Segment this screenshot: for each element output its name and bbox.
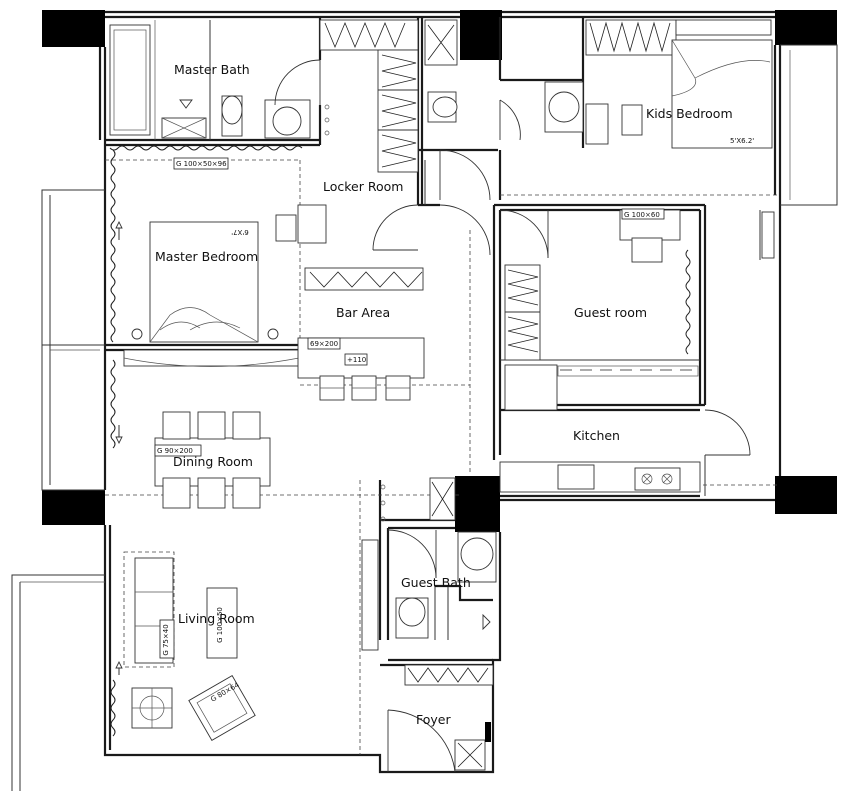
label-living-room: Living Room <box>178 611 255 626</box>
kids-desk <box>585 103 609 145</box>
dining-furniture <box>110 359 271 509</box>
kids-bed <box>671 39 773 149</box>
tag-kids-bed-size: 5'X6.2' <box>730 137 754 145</box>
label-kids-bedroom: Kids Bedroom <box>646 106 733 121</box>
tag-master-bed-size: 6'X7' <box>231 228 249 236</box>
living-furniture <box>110 539 379 742</box>
dimension-tags: G 100×50×96 6'X7' 5'X6.2' G 100×60 69×20… <box>154 137 754 704</box>
column-w-mid <box>42 490 105 525</box>
entry-door-swing <box>387 709 456 773</box>
foyer-fixtures <box>387 664 494 773</box>
tag-bar-height: +110 <box>347 356 366 364</box>
column-center <box>455 476 500 532</box>
master-bedroom-furniture <box>109 145 303 367</box>
label-locker-room: Locker Room <box>323 179 403 194</box>
column-nw <box>42 10 105 47</box>
label-bar-area: Bar Area <box>336 305 390 320</box>
master-tv-console <box>123 349 300 367</box>
tag-living-tv: G 100×50 <box>216 607 224 643</box>
label-guest-room: Guest room <box>574 305 647 320</box>
column-se <box>775 476 837 514</box>
label-foyer: Foyer <box>416 712 451 727</box>
label-kitchen: Kitchen <box>573 428 620 443</box>
east-window-bay <box>780 44 838 206</box>
west-window-bay <box>41 189 105 491</box>
master-bath-fixtures <box>109 20 330 140</box>
column-n-mid <box>460 10 502 60</box>
guest-room-furniture <box>499 209 699 411</box>
living-armchair <box>188 674 256 742</box>
bar-area-furniture <box>297 204 491 401</box>
guest-bath-fixtures <box>380 477 497 639</box>
living-tv-table <box>206 587 238 659</box>
kitchen-stove <box>634 467 681 491</box>
media-wall <box>361 539 379 651</box>
outer-walls <box>98 10 782 774</box>
label-master-bedroom: Master Bedroom <box>155 249 258 264</box>
tag-living-sofa: G 75×40 <box>162 624 170 655</box>
locker-wardrobes <box>275 19 458 251</box>
master-bed <box>149 221 259 343</box>
bathtub <box>109 24 151 136</box>
living-window-bay <box>11 574 105 791</box>
kids-bedroom-furniture <box>585 19 773 149</box>
label-master-bath: Master Bath <box>174 62 250 77</box>
kids-bath-fixtures <box>424 81 584 205</box>
tag-dining-table: G 90×200 <box>157 447 193 455</box>
room-labels: Master Bath Locker Room Kids Bedroom Mas… <box>155 62 733 727</box>
column-ne <box>775 10 837 45</box>
structural-columns <box>42 10 837 532</box>
tag-bar-counter: 69×200 <box>310 340 338 348</box>
tag-guest-room-desk: G 100×60 <box>624 211 660 219</box>
tag-master-bedroom-bed: G 100×50×96 <box>176 160 227 168</box>
label-guest-bath: Guest Bath <box>401 575 471 590</box>
kitchen-fixtures <box>499 210 775 493</box>
kitchen-sink <box>557 464 595 490</box>
label-dining-room: Dining Room <box>173 454 253 469</box>
